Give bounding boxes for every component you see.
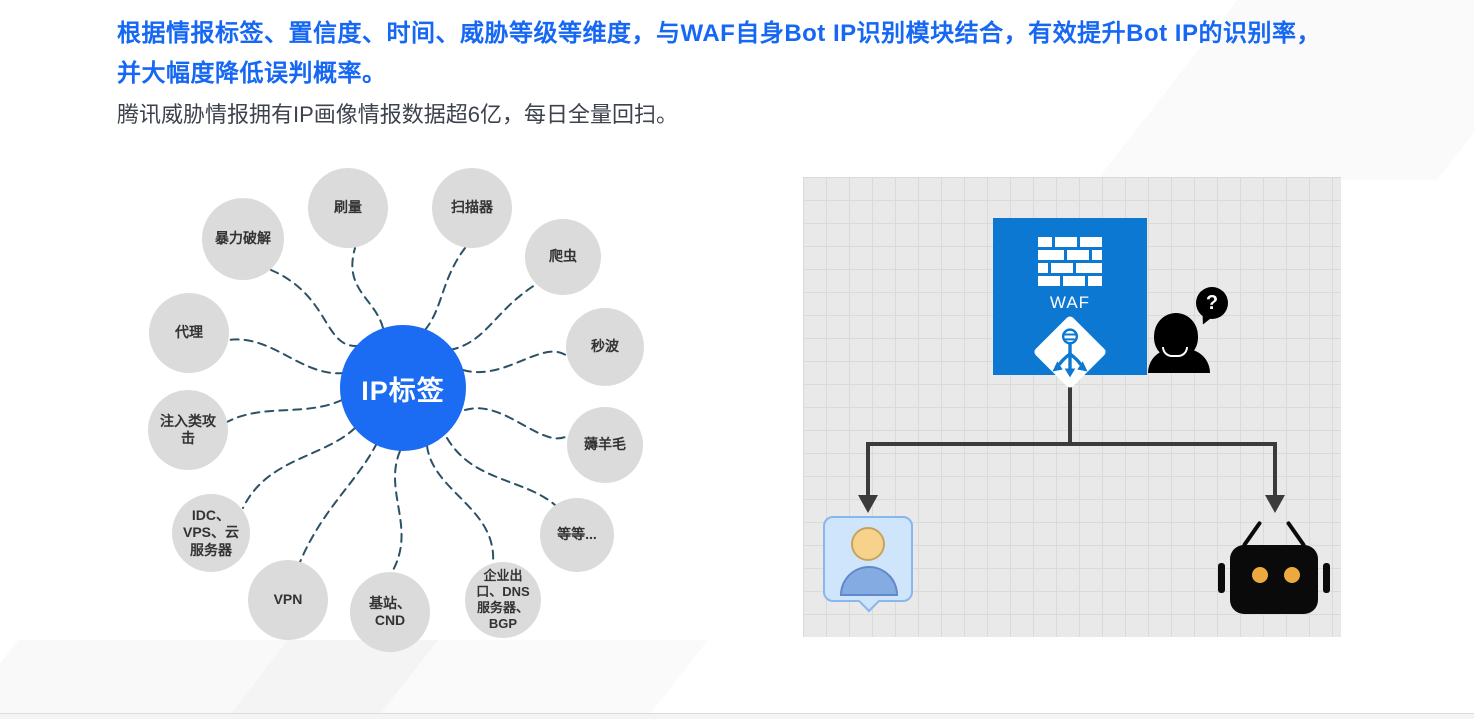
mindmap-node-label: 等等... [557,526,597,543]
mindmap-node: 爬虫 [525,219,601,295]
robot-ear [1323,563,1330,593]
ip-tag-mindmap: 暴力破解 刷量 扫描器 爬虫 秒波 薅羊毛 等等... 企业出 口、DNS 服务… [125,160,670,670]
mindmap-node: IDC、 VPS、云 服务器 [172,494,250,572]
mindmap-node-label: VPN [273,591,303,608]
page-title-line2: 并大幅度降低误判概率。 [117,60,387,87]
question-bubble-icon: ? [1196,287,1228,319]
mindmap-node: 暴力破解 [202,198,284,280]
mindmap-node: 秒波 [566,308,644,386]
mindmap-node: 注入类攻 击 [148,390,228,470]
brick-wall-icon [1038,237,1102,286]
robot-ear [1218,563,1225,593]
mindmap-center-node: IP标签 [340,325,466,451]
robot-antenna [1285,520,1307,548]
mindmap-node: 基站、 CND [350,572,430,652]
mindmap-node-label: 代理 [175,324,203,341]
page-title-line1: 根据情报标签、置信度、时间、威胁等级等维度，与WAF自身Bot IP识别模块结合… [117,20,1321,47]
waf-label: WAF [1049,293,1091,312]
mindmap-node-label: 扫描器 [451,199,493,216]
mindmap-center-label: IP标签 [361,375,445,406]
bottom-divider [0,713,1474,719]
arrowhead-to-bot [1265,495,1285,513]
mindmap-node: 代理 [149,293,229,373]
robot-icon [1218,517,1330,617]
question-mark: ? [1205,291,1219,314]
mindmap-node-label: 基站、 CND [369,594,411,629]
waf-flow-diagram: WAF ? [803,177,1341,637]
analyst-figure: ? [1148,287,1232,373]
page-subtitle: 腾讯威胁情报拥有IP画像情报数据超6亿，每日全量回扫。 [117,102,679,127]
mindmap-node-label: 企业出 口、DNS 服务器、 BGP [476,567,530,632]
mindmap-node: 扫描器 [432,168,512,248]
waf-box: WAF [993,218,1147,388]
mindmap-node: 等等... [540,498,614,572]
mindmap-node-label: 暴力破解 [215,230,271,247]
robot-antenna [1241,520,1263,548]
mindmap-node-label: 注入类攻 击 [160,412,216,447]
load-balancer-icon [1034,316,1106,388]
mindmap-node-label: 刷量 [334,199,362,216]
robot-eye [1252,567,1268,583]
human-user-icon [823,516,913,613]
user-head [851,527,885,561]
robot-eye [1284,567,1300,583]
mindmap-node: VPN [248,560,328,640]
mindmap-node-label: 爬虫 [549,248,577,265]
mindmap-node-label: IDC、 VPS、云 服务器 [182,506,239,558]
mindmap-node: 薅羊毛 [567,407,643,483]
mindmap-node-label: 薅羊毛 [584,436,626,453]
mindmap-node: 企业出 口、DNS 服务器、 BGP [465,562,541,638]
mindmap-node: 刷量 [308,168,388,248]
arrowhead-to-human [858,495,878,513]
flow-arrows [858,373,1285,513]
user-body [840,566,898,596]
mindmap-node-label: 秒波 [591,338,619,355]
robot-head [1230,545,1318,614]
header: 根据情报标签、置信度、时间、威胁等级等维度，与WAF自身Bot IP识别模块结合… [117,14,1397,131]
mindmap-connector-lines [226,247,570,573]
